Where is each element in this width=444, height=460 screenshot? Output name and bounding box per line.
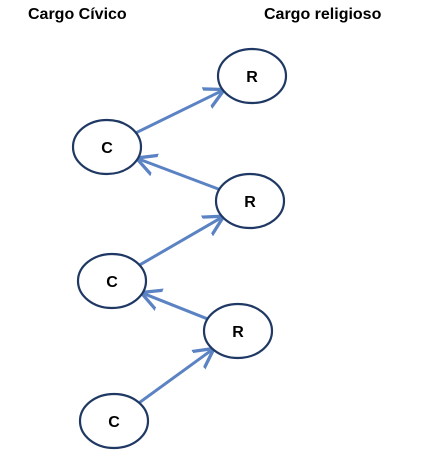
- arrow-r-lower-to-c-middle: [142, 293, 209, 321]
- node-label: R: [246, 69, 258, 86]
- node-label: C: [108, 414, 120, 431]
- node-c-bottom: C: [78, 392, 150, 450]
- node-circle: [214, 172, 286, 230]
- edges-layer: [135, 90, 223, 404]
- node-r-top: R: [216, 47, 288, 105]
- node-label: R: [232, 324, 244, 341]
- header-cargo-religioso: Cargo religioso: [264, 6, 382, 23]
- node-label: C: [101, 140, 113, 157]
- nodes-layer: R C R C R C: [71, 47, 288, 450]
- arrow-c-bottom-to-r-lower: [138, 349, 213, 404]
- arrow-r-middle-to-c-upper: [138, 159, 220, 191]
- arrow-c-middle-to-r-middle: [138, 217, 222, 267]
- node-circle: [202, 302, 274, 360]
- node-label: R: [244, 194, 256, 211]
- node-c-upper: C: [71, 118, 143, 176]
- node-r-middle: R: [214, 172, 286, 230]
- header-cargo-civico: Cargo Cívico: [28, 6, 127, 23]
- node-circle: [71, 118, 143, 176]
- node-c-middle: C: [76, 252, 148, 310]
- node-circle: [76, 252, 148, 310]
- node-circle: [216, 47, 288, 105]
- arrow-c-upper-to-r-top: [135, 90, 223, 135]
- node-r-lower: R: [202, 302, 274, 360]
- node-label: C: [106, 274, 118, 291]
- node-circle: [78, 392, 150, 450]
